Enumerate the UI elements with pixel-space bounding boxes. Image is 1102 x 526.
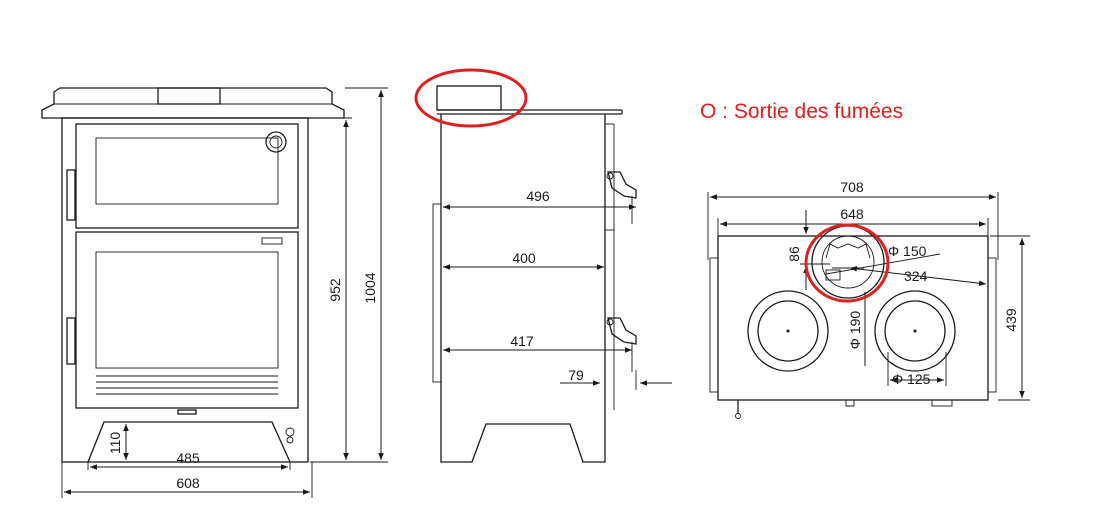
dim-height-body: 952	[327, 278, 343, 302]
dim-depth-lower: 417	[510, 333, 534, 349]
dim-handle-offset: 79	[568, 367, 584, 383]
top-view-dimensions: 708 648 86 Φ 150 324 Φ 190 Φ 125 439	[707, 179, 1030, 401]
top-view	[709, 225, 997, 419]
dim-depth-top: 496	[526, 188, 550, 204]
dim-flue-position: 324	[904, 268, 928, 284]
front-view	[41, 87, 345, 463]
dim-width: 608	[176, 475, 200, 491]
dim-depth: 439	[1003, 308, 1019, 332]
flue-outlet-legend: O : Sortie des fumées	[700, 100, 904, 123]
front-view-dimensions: 1004 952 110 485 608	[61, 87, 388, 498]
dim-small-diameter: Φ 125	[892, 371, 931, 387]
dim-plinth-height: 110	[107, 432, 123, 455]
dim-depth-middle: 400	[512, 250, 536, 266]
flue-outlet-highlight-side	[414, 68, 528, 128]
dim-plinth-width: 485	[176, 450, 200, 466]
dim-height-total: 1004	[362, 272, 378, 303]
flue-outlet-highlight-top	[804, 223, 890, 303]
dim-width-top: 648	[840, 206, 864, 222]
side-view	[432, 85, 637, 463]
dim-width-overall: 708	[840, 179, 864, 195]
dim-flue-diameter: Φ 150	[888, 243, 927, 259]
dim-hotplate-diameter: Φ 190	[847, 311, 863, 350]
dim-flue-offset: 86	[786, 246, 802, 262]
side-view-dimensions: 496 400 417 79	[443, 188, 672, 390]
